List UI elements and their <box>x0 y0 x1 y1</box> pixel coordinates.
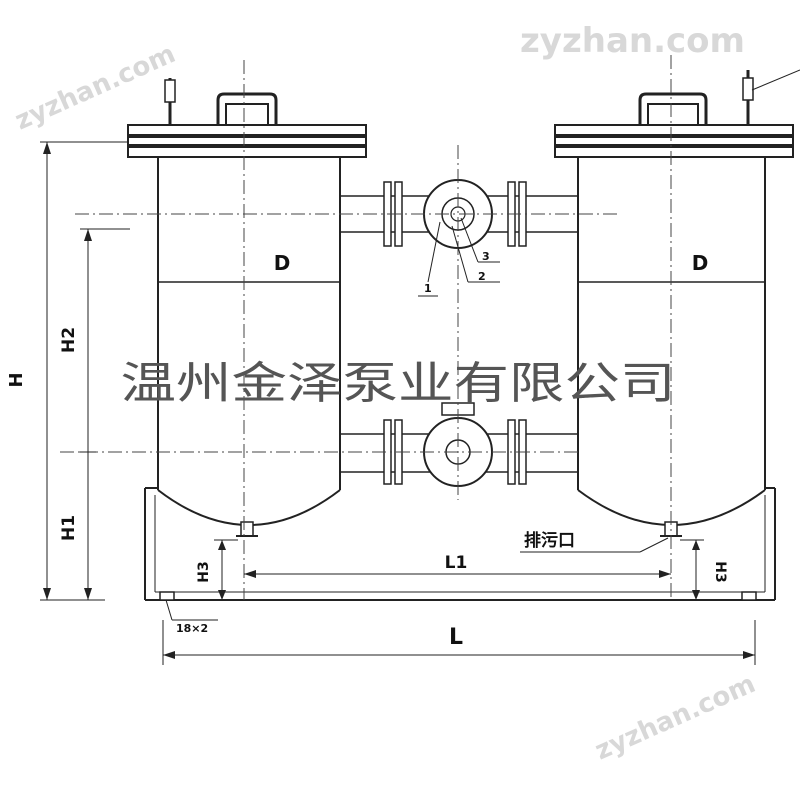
label-diameter-right: D <box>692 251 709 275</box>
watermark-top: zyzhan.com <box>520 21 745 61</box>
label-part-3: 3 <box>482 250 490 263</box>
label-hole-spec: 18×2 <box>176 622 208 635</box>
label-length-l: L <box>449 625 463 650</box>
label-height-h3-left: H3 <box>196 561 212 582</box>
watermark-bottom-right: zyzhan.com <box>591 669 760 766</box>
label-height-h2: H2 <box>59 327 79 353</box>
label-part-1: 1 <box>424 282 432 295</box>
label-total-height: H <box>6 372 27 387</box>
label-height-h3-right: H3 <box>712 561 728 582</box>
base-frame <box>144 487 776 601</box>
watermark-left: zyzhan.com <box>11 39 180 136</box>
company-name-overlay: 温州金泽泵业有限公司 <box>121 358 676 409</box>
center-lines <box>60 55 672 600</box>
label-diameter-left: D <box>274 251 291 275</box>
dimension-lines <box>40 141 756 665</box>
label-drain-outlet: 排污口 <box>524 530 575 551</box>
label-length-l1: L1 <box>445 553 468 573</box>
label-part-2: 2 <box>478 270 486 283</box>
dimension-arrows <box>43 142 755 659</box>
label-height-h1: H1 <box>59 515 79 541</box>
left-filter-tank <box>127 78 367 537</box>
lower-pipe-assembly <box>340 402 578 487</box>
right-filter-tank <box>554 69 800 537</box>
